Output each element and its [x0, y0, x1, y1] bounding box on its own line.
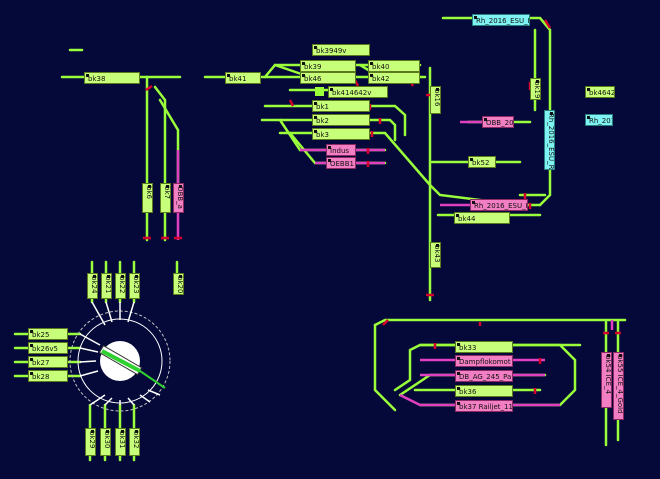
block-bk19[interactable]: bk19 [530, 78, 541, 100]
block-dampflokomot[interactable]: Dampflokomot [455, 355, 513, 367]
block-bk26[interactable]: bk26v5 [28, 342, 68, 354]
block-bk28[interactable]: bk28 [28, 370, 68, 382]
block-bk42[interactable]: bk42 [368, 72, 420, 84]
block-bk6[interactable]: bk6 [142, 183, 153, 213]
block-rh-top[interactable]: Rh_2016_ESU_R [472, 14, 530, 26]
block-bk52[interactable]: bk52 [468, 156, 496, 168]
block-bk21[interactable]: bk21 [101, 273, 112, 299]
block-bk54[interactable]: bk54 ICE_4 [601, 352, 612, 408]
block-bk25[interactable]: bk25 [28, 328, 68, 340]
turntable [69, 301, 171, 412]
block-bk1[interactable]: bk1 [312, 100, 370, 112]
block-bk27[interactable]: bk27 [28, 356, 68, 368]
sensor-square[interactable] [315, 87, 324, 96]
block-bk414642v[interactable]: bk414642v [328, 86, 388, 98]
block-bk46[interactable]: bk46 [300, 72, 356, 84]
block-bk44[interactable]: bk44 [454, 212, 510, 224]
block-bk24[interactable]: bk24 [87, 273, 98, 299]
block-db-ag-245[interactable]: DB_AG_245_Par [455, 370, 513, 382]
block-bk32[interactable]: bk32 [129, 428, 140, 456]
block-bk55[interactable]: bk55 ICE_4_Gold [613, 352, 624, 420]
block-bk7[interactable]: bk7 [160, 183, 171, 213]
block-bk40[interactable]: bk40 [368, 60, 420, 72]
block-bk30[interactable]: bk30 [100, 428, 111, 456]
block-bk2[interactable]: bk2 [312, 114, 370, 126]
block-bk41[interactable]: bk41 [225, 72, 261, 84]
block-rh-mid[interactable]: Rh_2016_ESU_R [470, 199, 528, 211]
block-bk23[interactable]: bk23 [129, 273, 140, 299]
block-bk37[interactable]: bk37 Railjet_111 [455, 400, 513, 412]
block-bk43[interactable]: bk43 [430, 242, 441, 268]
block-bk39[interactable]: bk39 [300, 60, 356, 72]
block-obb-a[interactable]: OBB_a [173, 183, 184, 213]
block-bk20[interactable]: bk20 [173, 273, 184, 295]
block-rh-vertical[interactable]: Rh_2016_ESU_R [544, 110, 555, 170]
block-bk33[interactable]: bk33 [455, 341, 513, 353]
block-bk29[interactable]: bk29 [85, 428, 96, 456]
block-bk38[interactable]: bk38 [84, 72, 140, 84]
block-indus[interactable]: Indus [326, 144, 356, 156]
block-bk16[interactable]: bk16 [430, 86, 441, 114]
block-bk3949v[interactable]: bk3949v [312, 44, 370, 56]
block-bk31[interactable]: bk31 [115, 428, 126, 456]
block-bk4642v[interactable]: bk4642v [585, 86, 615, 98]
block-oebb20[interactable]: OBB_20 [482, 116, 514, 128]
block-rh-right[interactable]: Rh_2016_ESU_R [585, 114, 613, 126]
block-bk22[interactable]: bk22 [115, 273, 126, 299]
block-bk3[interactable]: bk3 [312, 128, 370, 140]
block-bk36[interactable]: bk36 [455, 385, 513, 397]
block-oebb1[interactable]: OEBB1 [326, 157, 356, 169]
